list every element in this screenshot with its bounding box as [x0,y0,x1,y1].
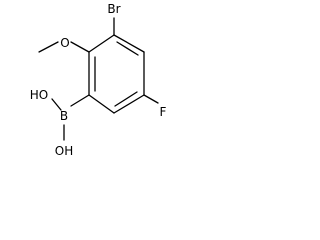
atom-label-br: Br [107,2,120,16]
ring-bond [88,94,115,114]
bond-b-oh-top [51,98,62,111]
atom-label-hydroxyl-bottom: OH [55,144,73,158]
chemical-structure-diagram: Br O B HO OH F [30,2,167,158]
atom-label-b: B [60,109,68,123]
bond-o-ch3 [38,41,59,53]
ring-double-bond [116,41,139,56]
ring-bond [113,34,145,53]
atom-label-hydroxyl-top: HO [30,88,48,102]
atom-label-f: F [160,105,167,119]
atom-label-o: O [60,36,69,50]
bond-c-b [70,94,90,107]
bond-c-o [70,41,90,53]
ring-bond [88,34,115,53]
ring-bond [113,94,145,114]
ring-double-bond [114,91,138,107]
bond-c-f [143,94,159,104]
benzene-ring [88,34,145,114]
